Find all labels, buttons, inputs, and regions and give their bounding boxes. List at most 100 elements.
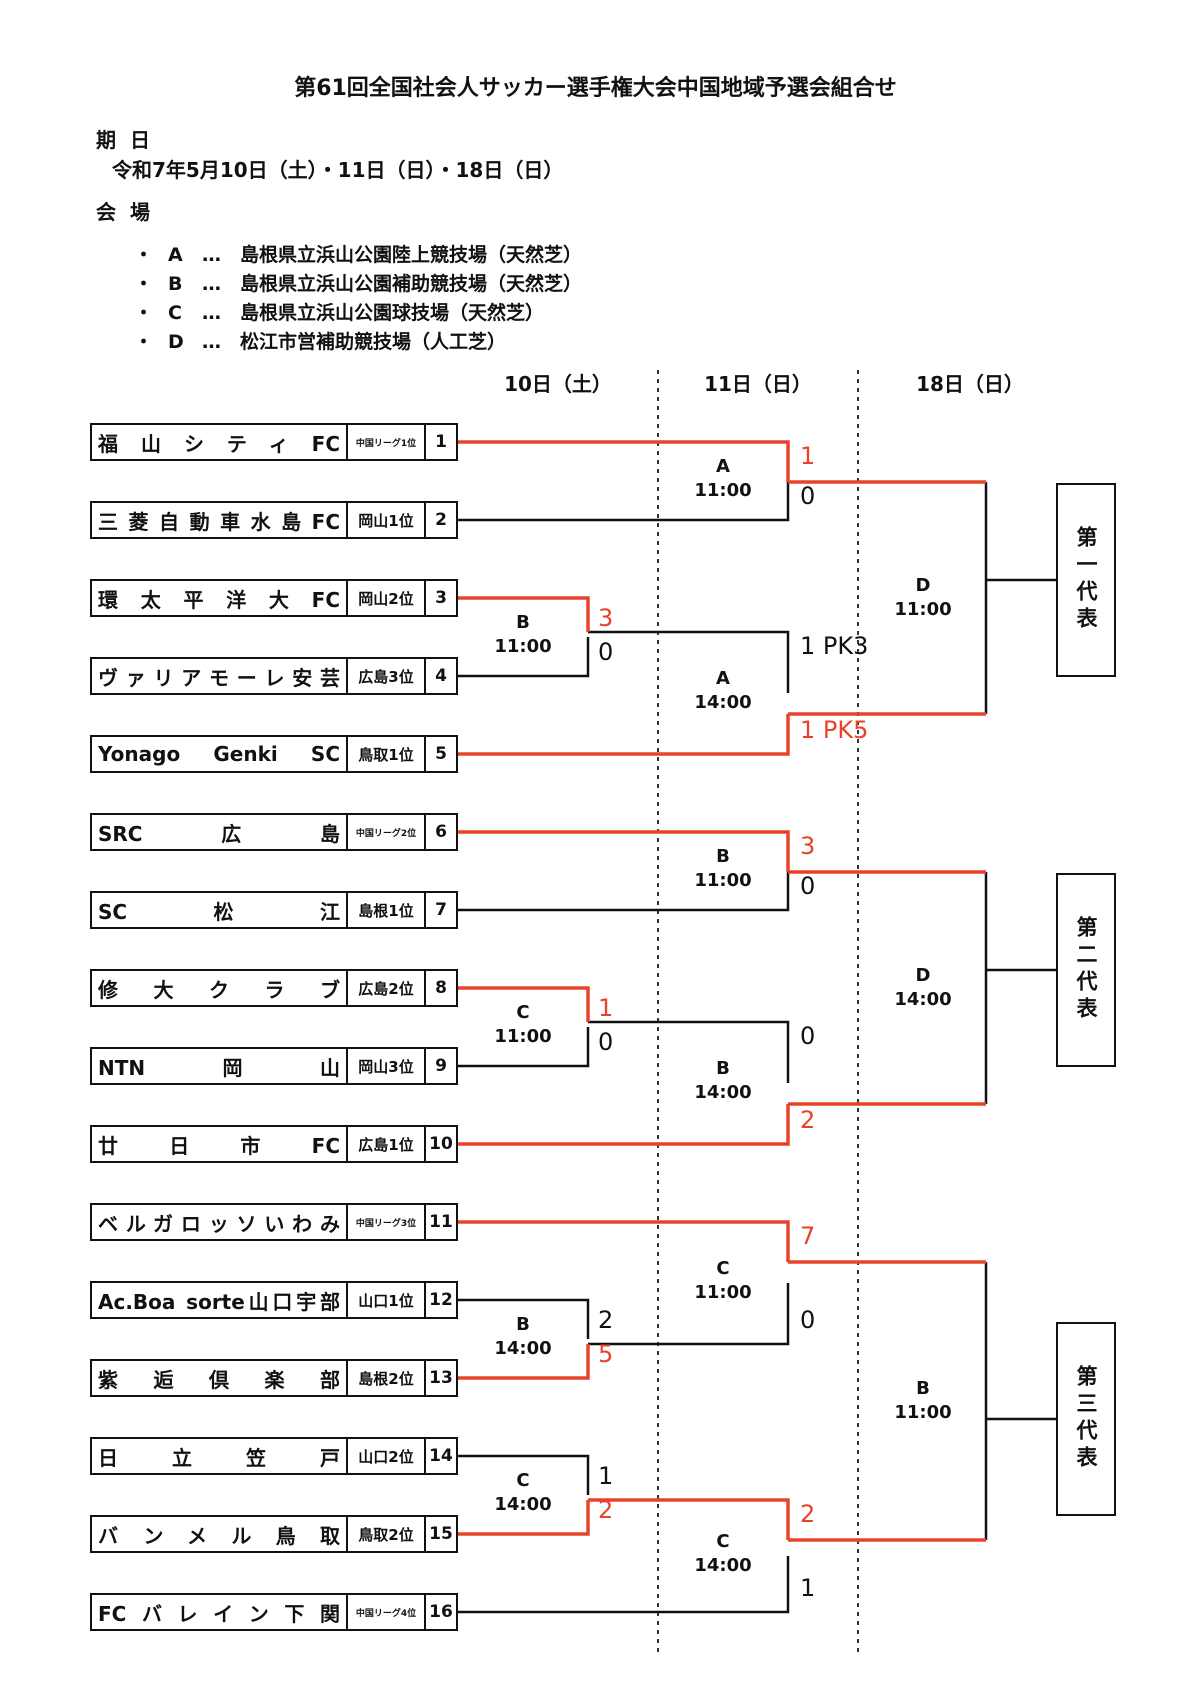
- team-seed: 5: [435, 744, 447, 764]
- match-score: 1: [800, 1574, 816, 1602]
- match-score: 2: [800, 1500, 816, 1528]
- team-seed: 14: [429, 1446, 453, 1466]
- team-qualification: 広島2位: [348, 971, 426, 1005]
- venue-name: 松江市営補助競技場（人工芝）: [240, 331, 507, 353]
- team-name: 廿日市FC: [92, 1127, 348, 1161]
- match-time: 11:00: [894, 1402, 952, 1423]
- bullet: ・: [134, 244, 154, 266]
- match-time: 14:00: [694, 1082, 752, 1103]
- venue-item-c: ・C…島根県立浜山公園球技場（天然芝）: [134, 298, 544, 325]
- match-time: 11:00: [694, 480, 752, 501]
- venue-code: A: [168, 244, 183, 266]
- bracket-line: [458, 637, 590, 678]
- match-time: 11:00: [694, 870, 752, 891]
- match-score: 0: [800, 1022, 816, 1050]
- match-venue: C: [516, 1470, 530, 1491]
- match-venue: C: [516, 1002, 530, 1023]
- team-seed: 6: [435, 822, 447, 842]
- match-score: 1: [598, 1462, 614, 1490]
- representative-2: 第二代表: [1056, 873, 1116, 1067]
- team-qualification: 中国リーグ4位: [348, 1595, 426, 1629]
- match-score: 7: [800, 1222, 816, 1250]
- bracket-line: [458, 1454, 590, 1495]
- venue-name: 島根県立浜山公園補助競技場（天然芝）: [240, 273, 583, 295]
- bracket-line: [458, 871, 790, 912]
- team-qualification: 岡山3位: [348, 1049, 426, 1083]
- day-header-1: 10日（土）: [504, 372, 612, 396]
- team-name: SC松江: [92, 893, 348, 927]
- match-time: 11:00: [894, 599, 952, 620]
- bracket-line: [458, 1104, 790, 1146]
- separator: …: [202, 244, 221, 266]
- team-name: 福山シティFC: [92, 425, 348, 459]
- team-qualification: 鳥取1位: [348, 737, 426, 771]
- bracket-line: [458, 830, 790, 872]
- bracket-line: [458, 1220, 790, 1262]
- bracket-line: [458, 1344, 590, 1380]
- bracket-line: [458, 1556, 790, 1614]
- venue-code: B: [168, 273, 183, 295]
- separator: …: [202, 302, 221, 324]
- team-seed: 16: [429, 1602, 453, 1622]
- team-qualification: 広島3位: [348, 659, 426, 693]
- bracket-line: [588, 630, 790, 693]
- match-time: 14:00: [494, 1494, 552, 1515]
- match-time: 14:00: [894, 989, 952, 1010]
- match-score: 1 PK5: [800, 716, 869, 744]
- match-score: 1 PK3: [800, 632, 869, 660]
- match-score: 0: [800, 872, 816, 900]
- venue-name: 島根県立浜山公園球技場（天然芝）: [240, 302, 545, 324]
- team-seed: 15: [429, 1524, 453, 1544]
- match-venue: B: [516, 612, 530, 633]
- team-seed: 11: [429, 1212, 453, 1232]
- match-venue: C: [716, 1531, 730, 1552]
- venues-label: 会場: [96, 200, 164, 224]
- day-header-3: 18日（日）: [916, 372, 1024, 396]
- bracket-line: [588, 1020, 790, 1083]
- team-qualification: 中国リーグ2位: [348, 815, 426, 849]
- match-venue: C: [716, 1258, 730, 1279]
- match-venue: B: [716, 846, 730, 867]
- venue-item-a: ・A…島根県立浜山公園陸上競技場（天然芝）: [134, 240, 582, 267]
- match-score: 2: [800, 1106, 816, 1134]
- bullet: ・: [134, 331, 154, 353]
- team-name: FCバレイン下関: [92, 1595, 348, 1629]
- match-score: 1: [598, 994, 614, 1022]
- match-score: 3: [800, 832, 816, 860]
- match-time: 11:00: [694, 1282, 752, 1303]
- match-score: 0: [598, 1028, 614, 1056]
- separator: …: [202, 273, 221, 295]
- match-score: 3: [598, 604, 614, 632]
- match-venue: D: [915, 965, 931, 986]
- team-qualification: 山口1位: [348, 1283, 426, 1317]
- match-time: 14:00: [694, 692, 752, 713]
- bracket-line: [458, 714, 790, 756]
- team-name: SRC広島: [92, 815, 348, 849]
- match-score: 0: [598, 638, 614, 666]
- team-name: Ac.Boa sorte山口宇部: [92, 1283, 348, 1317]
- match-score: 5: [598, 1340, 614, 1368]
- bracket-line: [458, 986, 590, 1022]
- team-name: ヴァリアモーレ安芸: [92, 659, 348, 693]
- team-name: 三菱自動車水島FC: [92, 503, 348, 537]
- team-seed: 10: [429, 1134, 453, 1154]
- dates-value: 令和7年5月10日（土）・11日（日）・18日（日）: [112, 158, 564, 182]
- team-seed: 3: [435, 588, 447, 608]
- team-name: 紫逅倶楽部: [92, 1361, 348, 1395]
- team-seed: 13: [429, 1368, 453, 1388]
- team-row: SRC広島中国リーグ2位 6: [90, 813, 458, 851]
- bracket-line: [458, 1500, 590, 1536]
- match-score: 0: [800, 482, 816, 510]
- team-name: ベルガロッソいわみ: [92, 1205, 348, 1239]
- bullet: ・: [134, 273, 154, 295]
- venue-code: C: [168, 302, 182, 324]
